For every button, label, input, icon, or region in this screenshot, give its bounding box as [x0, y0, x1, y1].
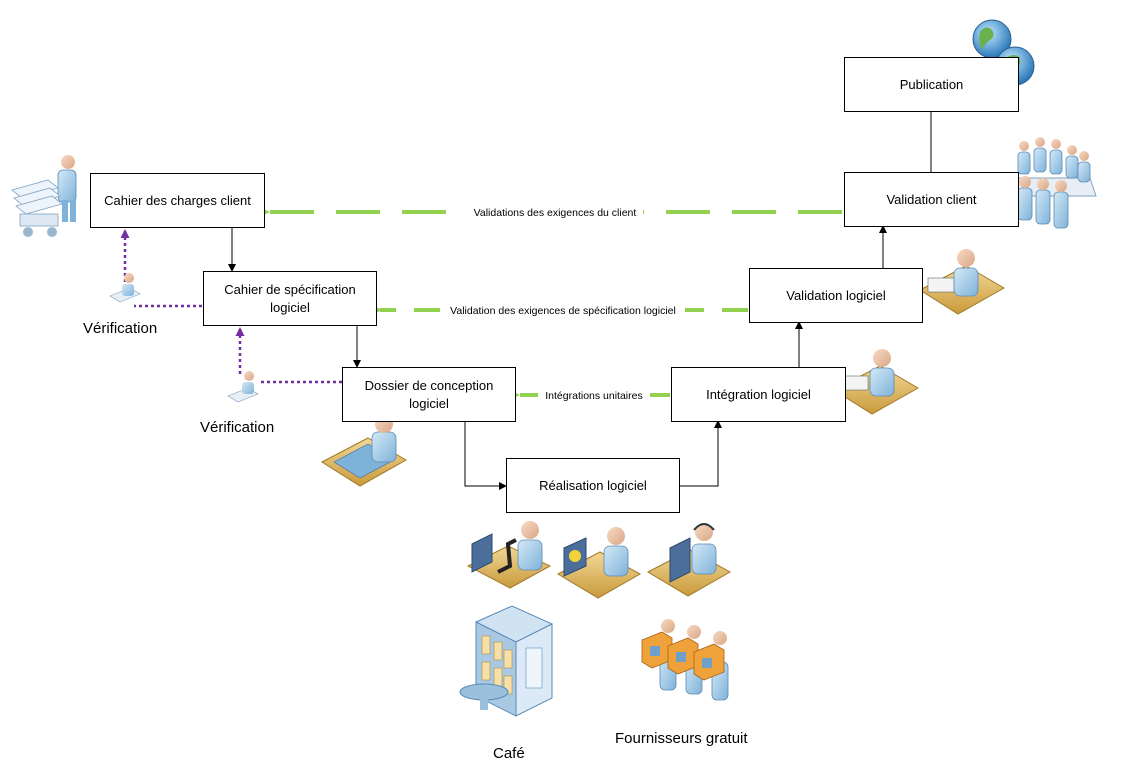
node-validation-logiciel[interactable]: Validation logiciel — [749, 268, 923, 323]
node-dossier-conception-logiciel[interactable]: Dossier de conception logiciel — [342, 367, 516, 422]
process-connectors — [228, 111, 932, 490]
node-cahier-specification-logiciel[interactable]: Cahier de spécification logiciel — [203, 271, 377, 326]
small-computer-user-icon — [227, 371, 259, 403]
microscope-worker-icon — [466, 521, 552, 589]
label-validations-exigences-client: Validations des exigences du client — [474, 207, 637, 219]
connector-conception-to-realisation — [464, 421, 507, 490]
node-cahier-charges-client[interactable]: Cahier des charges client — [90, 173, 265, 228]
support-worker-icon — [646, 523, 732, 597]
node-publication[interactable]: Publication — [844, 57, 1019, 112]
verification-arrows — [120, 229, 342, 384]
label-validation-exigences-specification: Validation des exigences de spécificatio… — [450, 305, 676, 317]
box-carriers-icon — [641, 619, 729, 701]
small-computer-user-icon — [109, 273, 141, 303]
meeting-people-icon — [1009, 137, 1097, 229]
desk-worker-icon — [918, 249, 1006, 315]
desk-worker-icon — [320, 415, 408, 487]
label-integrations-unitaires: Intégrations unitaires — [545, 390, 642, 402]
caption-fournisseurs-gratuit: Fournisseurs gratuit — [615, 730, 748, 747]
caption-verification-2: Vérification — [200, 419, 275, 436]
node-integration-logiciel[interactable]: Intégration logiciel — [671, 367, 846, 422]
connector-realisation-to-integration — [680, 420, 722, 487]
node-validation-client[interactable]: Validation client — [844, 172, 1019, 227]
worker-cart-icon — [11, 155, 77, 237]
desk-worker-icon — [832, 349, 920, 415]
caption-cafe: Café — [493, 745, 525, 762]
caption-verification-1: Vérification — [83, 320, 158, 337]
radiation-worker-icon — [556, 527, 642, 599]
node-realisation-logiciel[interactable]: Réalisation logiciel — [506, 458, 680, 513]
cafe-building-icon — [459, 605, 554, 717]
